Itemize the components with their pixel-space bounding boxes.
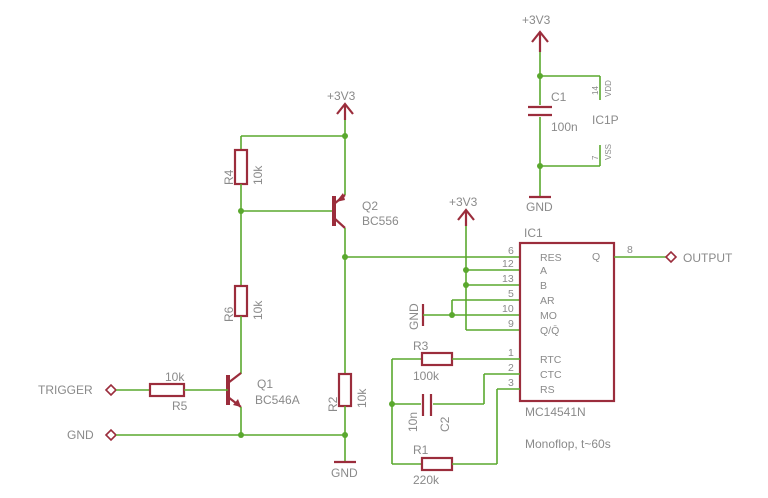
supply-top: +3V3 xyxy=(522,13,551,52)
ic1-pin-1-label: RTC xyxy=(540,354,562,366)
ic1-pin-10-label: MO xyxy=(540,310,557,322)
port-gnd[interactable]: GND xyxy=(67,428,118,442)
port-trigger[interactable]: TRIGGER xyxy=(38,383,118,397)
ic1p-vdd-label: VDD xyxy=(604,80,613,97)
capacitor-c1: C1 100n xyxy=(528,90,578,134)
resistor-r2: R2 10k xyxy=(326,372,369,412)
resistor-r4: R4 10k xyxy=(222,148,265,186)
r5-name: R5 xyxy=(172,399,188,413)
r6-name: R6 xyxy=(222,306,236,322)
resistor-r5: 10k R5 xyxy=(148,370,188,413)
ic1-pin-12-num: 12 xyxy=(502,258,514,270)
ic1-pin-9-num: 9 xyxy=(508,318,514,330)
ic1-pin-10-num: 10 xyxy=(502,303,514,315)
ic1-pin-q-label: Q xyxy=(592,251,600,263)
ic1-pin-12-label: A xyxy=(540,265,547,277)
q1-value: BC546A xyxy=(255,393,300,407)
ic1p-vss-label: VSS xyxy=(604,144,613,160)
vcc-mid-label: +3V3 xyxy=(449,195,478,209)
ic1-pin-2-label: CTC xyxy=(540,369,562,381)
r3-name: R3 xyxy=(413,339,429,353)
ic1-pin-1-num: 1 xyxy=(508,347,514,359)
ic1-pin-q-num: 8 xyxy=(627,244,633,256)
q2-name: Q2 xyxy=(362,199,378,213)
r6-value: 10k xyxy=(251,300,265,320)
transistor-q1: Q1 BC546A xyxy=(226,372,300,408)
gnd-c1-label: GND xyxy=(526,200,553,214)
q2-value: BC556 xyxy=(362,214,399,228)
r4-name: R4 xyxy=(222,169,236,185)
vcc-left-label: +3V3 xyxy=(327,89,356,103)
capacitor-c2: 10n C2 xyxy=(406,394,452,432)
ic1p-pin-vdd-num: 14 xyxy=(591,86,600,95)
ic1: IC1 MC14541N Q 8 xyxy=(518,226,633,419)
resistor-r1: R1 220k xyxy=(413,443,454,487)
ic1p-name: IC1P xyxy=(592,113,619,127)
gnd-ic-label: GND xyxy=(407,303,421,330)
transistor-q2: Q2 BC556 xyxy=(332,193,399,229)
vcc-top-label: +3V3 xyxy=(522,13,551,27)
q1-name: Q1 xyxy=(257,377,273,391)
output-port-icon xyxy=(664,250,678,264)
ic1-name: IC1 xyxy=(524,226,543,240)
c1-name: C1 xyxy=(551,90,567,104)
r2-name: R2 xyxy=(326,396,340,412)
c1-value: 100n xyxy=(551,120,578,134)
ic1-pin-13-label: B xyxy=(540,280,547,292)
ic1-pin-3-num: 3 xyxy=(508,377,514,389)
r3-value: 100k xyxy=(413,369,440,383)
c2-value: 10n xyxy=(406,412,420,432)
gnd-port-label: GND xyxy=(67,428,94,442)
trigger-port-icon xyxy=(104,383,118,397)
r5-value: 10k xyxy=(165,370,185,384)
ic1p-pin-vss-num: 7 xyxy=(591,155,600,160)
r1-value: 220k xyxy=(413,473,440,487)
ic1-pin-9-label: Q/Q̄ xyxy=(540,324,559,337)
r2-value: 10k xyxy=(355,388,369,408)
c2-name: C2 xyxy=(438,416,452,432)
ic1-pin-5-num: 5 xyxy=(508,288,514,300)
ic1-pin-6-label: RES xyxy=(540,252,562,264)
resistor-r6: R6 10k xyxy=(222,284,265,322)
ic1-part: MC14541N xyxy=(525,405,586,419)
ic1-pin-3-label: RS xyxy=(540,384,555,396)
r1-name: R1 xyxy=(413,443,429,457)
ic1-pin-13-num: 13 xyxy=(502,273,514,285)
note-monoflop: Monoflop, t~60s xyxy=(525,437,611,451)
ic1p-power: 14 VDD IC1P 7 VSS xyxy=(591,80,619,160)
ic1-pin-6-num: 6 xyxy=(508,245,514,257)
output-label: OUTPUT xyxy=(683,251,733,265)
port-output[interactable]: OUTPUT xyxy=(664,250,733,265)
gnd-r2-label: GND xyxy=(331,466,358,480)
ic1-pin-2-num: 2 xyxy=(508,362,514,374)
resistor-r3: R3 100k xyxy=(413,339,454,383)
gnd-port-icon xyxy=(104,428,118,442)
ic1-pin-5-label: AR xyxy=(540,295,555,307)
trigger-label: TRIGGER xyxy=(38,383,93,397)
r4-value: 10k xyxy=(251,165,265,185)
